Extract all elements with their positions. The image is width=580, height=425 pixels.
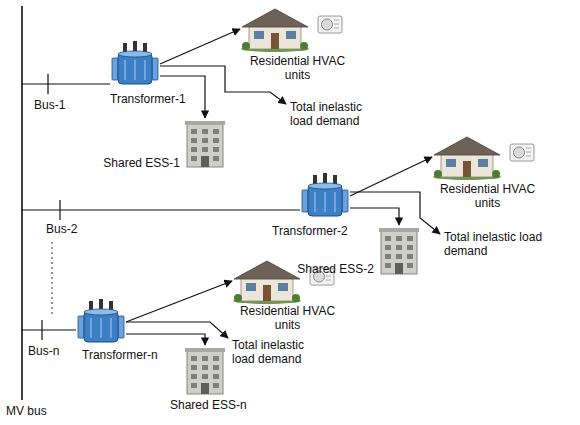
- house-icon: Residential HVAC units: [240, 6, 310, 52]
- supply-arrow: [350, 208, 399, 225]
- node-label: Shared ESS-1: [100, 156, 180, 170]
- bus-label: Bus-1: [34, 98, 65, 112]
- ess-building: Shared ESS-1: [184, 118, 226, 168]
- transformer-icon-art: [300, 172, 350, 220]
- feeder-line: [22, 83, 110, 84]
- ac-unit: [510, 144, 534, 161]
- node-label: Residential HVAC units: [240, 54, 355, 82]
- bus-label: Bus-2: [46, 222, 77, 236]
- bus-label: Total inelastic load demand: [232, 338, 327, 366]
- feeder-line: [22, 209, 300, 210]
- supply-arrow: [160, 29, 240, 64]
- node-label: Transformer-n: [82, 348, 158, 362]
- node-label: Transformer-2: [272, 224, 348, 238]
- ess-building-art: [378, 225, 420, 275]
- bus-label: Bus-n: [28, 344, 59, 358]
- node-label: Transformer-1: [110, 92, 186, 106]
- node-label: Residential HVAC units: [230, 304, 345, 332]
- house-icon-art: [240, 6, 310, 52]
- node-label: Residential HVAC units: [430, 182, 545, 210]
- supply-arrow: [126, 281, 232, 322]
- bus-label: MV bus: [6, 404, 47, 418]
- transformer-icon: Transformer-n: [76, 298, 126, 346]
- house-icon: Residential HVAC units: [232, 258, 302, 304]
- mv-bus-line: [21, 6, 23, 400]
- house-icon-art: [232, 258, 302, 304]
- bus-label: Total inelastic load demand: [444, 230, 554, 258]
- supply-arrow: [126, 334, 205, 345]
- ess-building-art: [184, 345, 226, 395]
- dotted-continuation: [51, 242, 52, 314]
- house-icon: Residential HVAC units: [432, 134, 502, 180]
- ess-building: Shared ESS-n: [184, 345, 226, 395]
- load-arrow: [350, 192, 440, 234]
- bus-tick: [59, 200, 60, 220]
- ess-building: Shared ESS-2: [378, 225, 420, 275]
- node-label: Shared ESS-n: [170, 398, 247, 412]
- transformer-icon: Transformer-1: [110, 40, 160, 88]
- bus-tick: [47, 74, 48, 94]
- house-icon-art: [432, 134, 502, 180]
- supply-arrow: [350, 157, 432, 196]
- feeder-line: [22, 329, 76, 330]
- bus-tick: [41, 320, 42, 340]
- node-label: Shared ESS-2: [296, 262, 374, 276]
- load-arrow: [126, 322, 228, 338]
- transformer-icon-art: [76, 298, 126, 346]
- ac-unit: [318, 16, 342, 33]
- transformer-icon: Transformer-2: [300, 172, 350, 220]
- transformer-icon-art: [110, 40, 160, 88]
- ess-building-art: [184, 118, 226, 168]
- bus-label: Total inelastic load demand: [290, 100, 380, 128]
